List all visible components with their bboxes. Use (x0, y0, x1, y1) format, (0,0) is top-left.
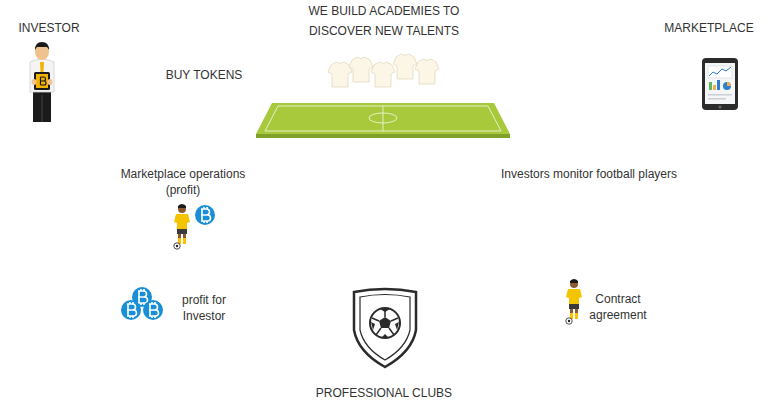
academy-field (256, 54, 510, 138)
player-figure (566, 279, 582, 324)
player-with-coin (174, 204, 215, 249)
actor-label: INVESTOR (0, 20, 104, 36)
coins-icon (121, 287, 163, 320)
actor-label: MARKETPLACE (654, 20, 764, 36)
heading-label: WE BUILD ACADEMIES TO DISCOVER NEW TALEN… (289, 1, 479, 41)
flow-label: Marketplace operations (profit) (108, 166, 258, 198)
club-shield (354, 289, 416, 367)
flow-label: Investors monitor football players (469, 166, 709, 182)
flow-label: Contract agreement (581, 291, 656, 323)
investor-figure (30, 42, 54, 122)
flow-label: profit for Investor (164, 292, 244, 324)
actor-label: PROFESSIONAL CLUBS (284, 385, 484, 401)
phone-icon (702, 58, 738, 110)
flow-label: BUY TOKENS (144, 67, 264, 83)
